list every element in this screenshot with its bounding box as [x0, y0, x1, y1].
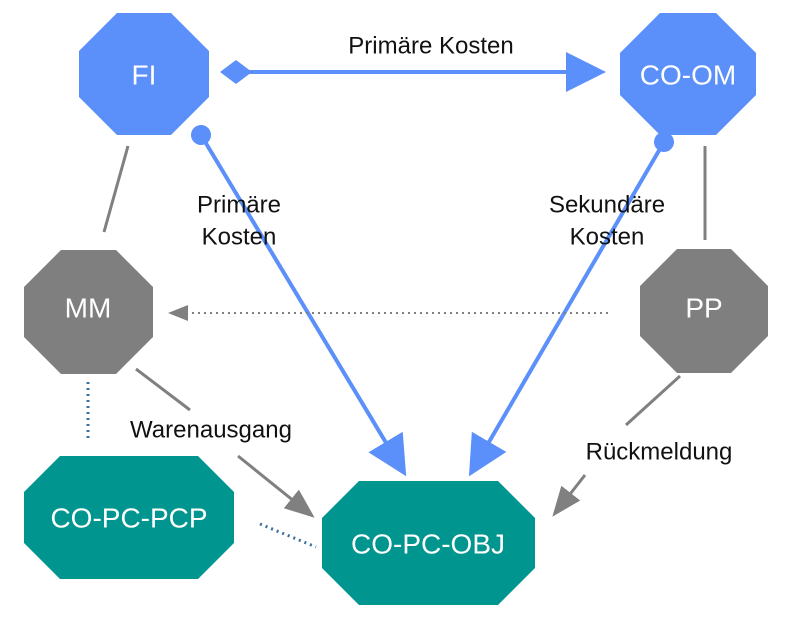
node-co-om-label: CO-OM: [640, 60, 736, 91]
edge-fi-mm: [102, 145, 130, 233]
node-fi-label: FI: [132, 60, 157, 91]
label-right-secondary-line1: Sekundäre: [549, 192, 665, 219]
node-co-pc-pcp-label: CO-PC-PCP: [50, 503, 207, 534]
node-pp-label: PP: [685, 293, 722, 324]
node-co-pc-obj: CO-PC-OBJ: [322, 481, 535, 605]
node-pp: PP: [640, 249, 768, 373]
node-co-pc-pcp: CO-PC-PCP: [24, 456, 234, 579]
edge-pp-co-pc-obj-a: [624, 374, 682, 427]
node-mm-label: MM: [65, 293, 112, 324]
edge-mm-co-pc-obj-b: [237, 454, 315, 518]
label-left-primary-line2: Kosten: [202, 224, 277, 251]
node-fi: FI: [79, 13, 209, 135]
edge-co-om-co-pc-obj: [468, 132, 674, 477]
node-mm: MM: [24, 250, 153, 374]
edge-fi-co-pc-obj: [191, 125, 407, 477]
node-co-pc-obj-label: CO-PC-OBJ: [351, 529, 505, 560]
label-rueckmeldung: Rückmeldung: [586, 439, 733, 466]
edge-mm-co-pc-obj-a: [135, 367, 191, 412]
label-left-primary-line1: Primäre: [197, 192, 281, 219]
label-right-secondary-line2: Kosten: [570, 224, 645, 251]
edge-pp-co-pc-obj-b: [552, 474, 587, 517]
edge-pcp-obj: [259, 522, 317, 549]
node-co-om: CO-OM: [620, 13, 756, 135]
label-top-primary-costs: Primäre Kosten: [348, 33, 513, 60]
label-warenausgang: Warenausgang: [130, 417, 292, 444]
